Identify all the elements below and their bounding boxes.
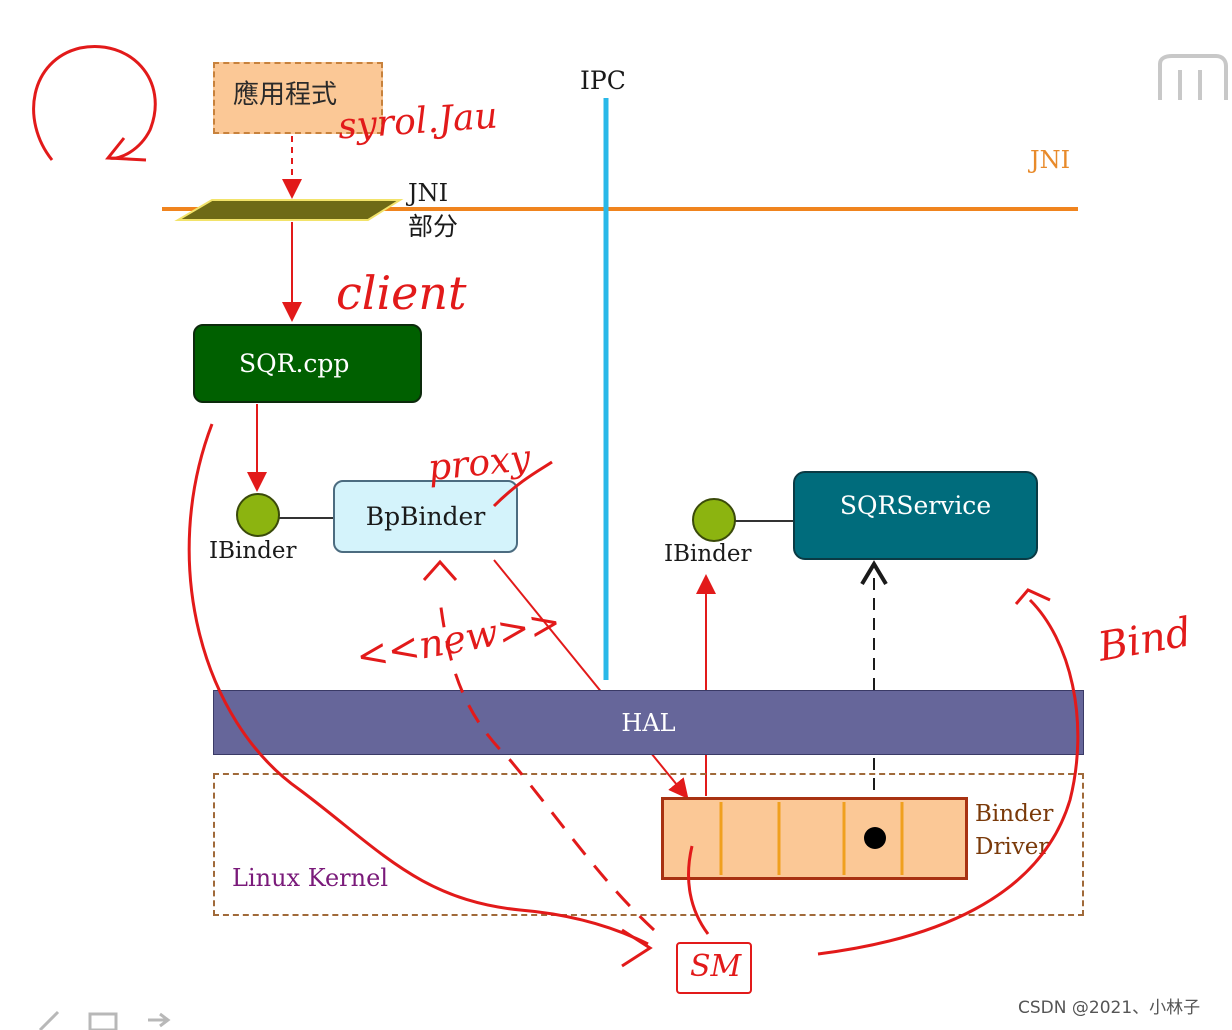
ibinder-right-label: IBinder xyxy=(664,541,752,567)
bind-curve xyxy=(817,598,1080,956)
bpbinder-to-driver-arrow xyxy=(493,559,689,800)
circular-doodle-arrowhead xyxy=(105,137,147,162)
bpbinder-label: BpBinder xyxy=(365,502,486,531)
ibinder-left-label: IBinder xyxy=(209,538,297,564)
pen-tool-icon[interactable] xyxy=(36,1010,66,1030)
sqr-cpp-box: SQR.cpp xyxy=(193,324,422,403)
next-arrow-icon[interactable] xyxy=(146,1010,176,1030)
proxy-pointer xyxy=(492,460,553,508)
circular-doodle xyxy=(32,45,157,161)
hal-label: HAL xyxy=(621,708,676,737)
jni-part-label: 部分 xyxy=(408,212,459,241)
page-tool-icon[interactable] xyxy=(88,1010,118,1030)
linux-kernel-label: Linux Kernel xyxy=(232,864,388,892)
bind-arrowhead xyxy=(1014,588,1051,605)
client-to-sm-curve xyxy=(187,423,649,946)
binder-driver-box xyxy=(661,797,968,880)
sm-box xyxy=(676,942,752,994)
client-to-sm-arrowhead xyxy=(621,928,653,968)
new-dashed-arrowhead xyxy=(422,559,458,581)
ipc-label: IPC xyxy=(580,66,626,95)
ibinder-right-circle xyxy=(692,498,736,542)
jni-parallelogram xyxy=(174,199,404,221)
credit-watermark: CSDN @2021、小林子 xyxy=(1018,998,1201,1018)
binder-driver-slots xyxy=(719,802,904,875)
watermark-logo-icon xyxy=(1158,54,1228,100)
sqr-cpp-label: SQR.cpp xyxy=(239,349,350,378)
hal-layer: HAL xyxy=(213,690,1084,755)
application-label: 應用程式 xyxy=(233,80,338,110)
application-box: 應用程式 xyxy=(213,62,383,134)
bpbinder-box: BpBinder xyxy=(333,480,518,553)
sqrservice-label: SQRService xyxy=(839,491,992,520)
jni-left-label: JNI xyxy=(408,179,449,207)
driver-label: Driver xyxy=(975,834,1050,860)
binder-label: Binder xyxy=(975,801,1054,827)
client-annotation: client xyxy=(336,266,467,320)
new-dashed-curve xyxy=(438,599,656,932)
driver-to-sm-curve xyxy=(687,845,710,935)
sqrservice-box: SQRService xyxy=(793,471,1038,560)
ibinder-left-circle xyxy=(236,493,280,537)
jni-right-label: JNI xyxy=(1030,146,1071,174)
sm-annotation: SM xyxy=(690,949,742,984)
linux-kernel-region xyxy=(213,773,1084,916)
